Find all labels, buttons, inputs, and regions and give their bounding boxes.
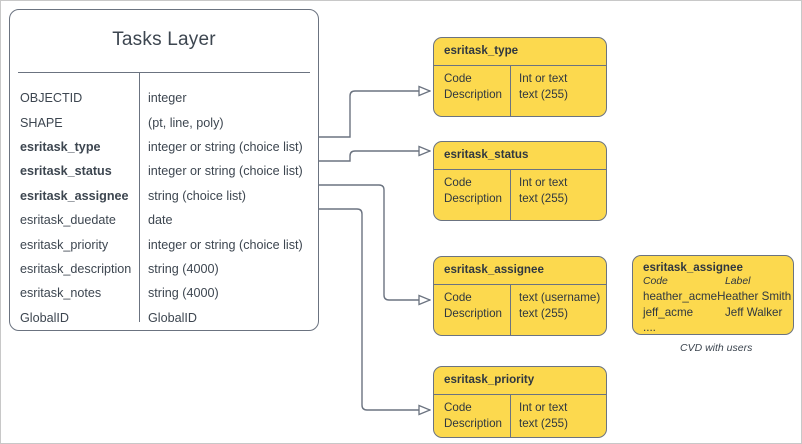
- lookup-left-cell: Description: [444, 306, 502, 320]
- lookup-right-cell: text (255): [519, 306, 568, 320]
- field-type: integer: [148, 91, 187, 106]
- entity-tasks-layer[interactable]: Tasks Layer OBJECTID integer SHAPE (pt, …: [9, 9, 319, 331]
- entity-column-divider: [139, 72, 141, 322]
- cvd-code: heather_acme: [643, 290, 718, 303]
- lookup-left-cell: Description: [444, 87, 502, 101]
- lookup-esritask-assignee[interactable]: esritask_assignee Code Description text …: [433, 256, 607, 336]
- lookup-left-cell: Code: [444, 72, 472, 85]
- cvd-code: jeff_acme: [643, 305, 694, 319]
- lookup-header-divider: [434, 169, 606, 171]
- cvd-caption: CVD with users: [680, 342, 753, 354]
- cvd-esritask-assignee[interactable]: esritask_assignee Code Label heather_acm…: [632, 255, 794, 335]
- cvd-header-label: Label: [725, 276, 751, 287]
- lookup-body: Code Description Int or text text (255): [434, 71, 606, 102]
- field-name: SHAPE: [20, 115, 63, 130]
- field-type: string (4000): [148, 261, 219, 276]
- lookup-left-cell: Description: [444, 191, 502, 205]
- entity-row[interactable]: SHAPE (pt, line, poly): [10, 110, 318, 134]
- lookup-column-divider: [510, 169, 512, 220]
- wire-assignee: [319, 184, 430, 300]
- entity-title: Tasks Layer: [112, 29, 216, 50]
- lookup-right-cell: text (255): [519, 87, 568, 101]
- lookup-left-cell: Code: [444, 291, 472, 304]
- lookup-title: esritask_priority: [444, 373, 535, 386]
- wire-priority: [319, 208, 430, 410]
- entity-row[interactable]: esritask_status integer or string (choic…: [10, 159, 318, 183]
- lookup-esritask-priority[interactable]: esritask_priority Code Description Int o…: [433, 366, 607, 438]
- field-name: esritask_description: [20, 261, 132, 276]
- lookup-left-cell: Description: [444, 416, 502, 430]
- field-name: esritask_assignee: [20, 188, 129, 203]
- field-name: OBJECTID: [20, 91, 83, 106]
- cvd-row: ....: [643, 320, 783, 336]
- cvd-row: heather_acme Heather Smith: [643, 289, 791, 305]
- lookup-title: esritask_type: [444, 44, 519, 57]
- lookup-right-cell: Int or text: [519, 176, 568, 189]
- cvd-code: ....: [643, 321, 656, 334]
- entity-row[interactable]: esritask_type integer or string (choice …: [10, 135, 318, 159]
- lookup-left-cell: Code: [444, 176, 472, 189]
- field-type: integer or string (choice list): [148, 164, 303, 179]
- entity-row[interactable]: esritask_duedate date: [10, 208, 318, 232]
- lookup-right-cell: text (255): [519, 191, 568, 205]
- wire-status: [319, 151, 430, 162]
- cvd-table: Code Label heather_acme Heather Smith je…: [643, 275, 791, 336]
- entity-row[interactable]: OBJECTID integer: [10, 86, 318, 110]
- lookup-body: Code Description Int or text text (255): [434, 175, 606, 206]
- lookup-column-divider: [510, 284, 512, 335]
- field-name: esritask_status: [20, 164, 112, 179]
- lookup-left-cell: Code: [444, 401, 472, 414]
- entity-row[interactable]: esritask_description string (4000): [10, 257, 318, 281]
- cvd-label: Jeff Walker: [725, 305, 783, 319]
- field-type: GlobalID: [148, 310, 197, 325]
- lookup-column-divider: [510, 394, 512, 437]
- lookup-right-cell: Int or text: [519, 401, 568, 414]
- cvd-header-code: Code: [643, 276, 668, 287]
- lookup-header-divider: [434, 394, 606, 396]
- entity-row[interactable]: esritask_notes string (4000): [10, 281, 318, 305]
- field-name: esritask_type: [20, 139, 101, 154]
- cvd-label: Heather Smith: [717, 290, 792, 303]
- lookup-right-cell: text (username): [519, 291, 601, 304]
- field-name: esritask_priority: [20, 237, 109, 252]
- entity-field-list: OBJECTID integer SHAPE (pt, line, poly) …: [10, 86, 318, 330]
- cvd-row: jeff_acme Jeff Walker: [643, 305, 783, 321]
- cvd-header-row: Code Label: [643, 275, 783, 289]
- lookup-header-divider: [434, 65, 606, 67]
- field-type: (pt, line, poly): [148, 115, 224, 130]
- entity-header-divider: [18, 72, 310, 74]
- field-type: integer or string (choice list): [148, 237, 303, 252]
- field-type: date: [148, 213, 173, 228]
- lookup-right-cell: text (255): [519, 416, 568, 430]
- lookup-right-cell: Int or text: [519, 72, 568, 85]
- entity-row[interactable]: GlobalID GlobalID: [10, 306, 318, 330]
- lookup-body: Code Description text (username) text (2…: [434, 290, 606, 321]
- field-name: esritask_notes: [20, 286, 102, 301]
- lookup-header-divider: [434, 284, 606, 286]
- lookup-esritask-status[interactable]: esritask_status Code Description Int or …: [433, 141, 607, 221]
- field-name: GlobalID: [20, 310, 69, 325]
- wire-type: [319, 91, 430, 138]
- lookup-body: Code Description Int or text text (255): [434, 400, 606, 431]
- entity-row[interactable]: esritask_assignee string (choice list): [10, 184, 318, 208]
- field-type: string (choice list): [148, 188, 246, 203]
- entity-row[interactable]: esritask_priority integer or string (cho…: [10, 232, 318, 256]
- lookup-title: esritask_status: [444, 148, 529, 161]
- field-type: string (4000): [148, 286, 219, 301]
- cvd-title: esritask_assignee: [643, 261, 743, 274]
- lookup-title: esritask_assignee: [444, 263, 544, 276]
- lookup-column-divider: [510, 65, 512, 116]
- lookup-esritask-type[interactable]: esritask_type Code Description Int or te…: [433, 37, 607, 117]
- field-type: integer or string (choice list): [148, 139, 303, 154]
- field-name: esritask_duedate: [20, 213, 116, 228]
